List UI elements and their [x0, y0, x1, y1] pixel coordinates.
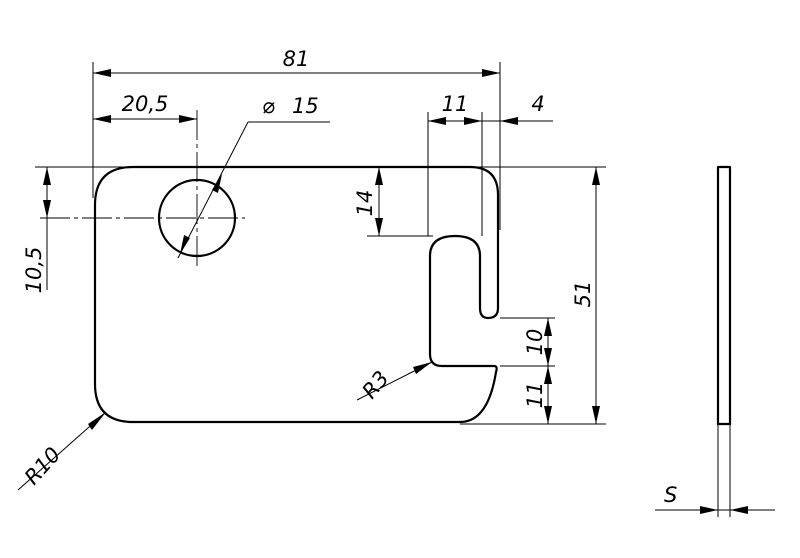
dim-slot-width: 11 4 — [427, 92, 553, 236]
dim-slot-width-label: 11 — [442, 92, 469, 116]
dim-hole-offset-x-label: 20,5 — [122, 92, 169, 116]
dim-thickness-label: S — [664, 483, 677, 507]
dim-inner-radius-label: R3 — [357, 366, 393, 403]
dim-hole-offset-y: 10,5 — [22, 166, 133, 294]
dim-tab-width-label: 4 — [531, 92, 544, 116]
dim-corner-radius: R10 — [17, 411, 107, 491]
dim-slot-depth-label: 14 — [353, 190, 377, 217]
side-view: S — [655, 165, 775, 517]
dim-notch-height: 10 11 — [500, 317, 555, 424]
dim-notch-height-label: 10 — [523, 329, 547, 356]
dim-inner-radius: R3 — [356, 361, 433, 403]
dim-hole-diameter-symbol: ⌀ — [262, 94, 275, 118]
dim-overall-height-label: 51 — [571, 281, 595, 308]
dim-overall-width-label: 81 — [283, 47, 310, 71]
dim-hole-offset-y-label: 10,5 — [22, 247, 46, 294]
dim-hole-diameter: ⌀ 15 — [177, 94, 330, 259]
dim-overall-height: 51 — [460, 166, 606, 425]
dim-hole-offset-x: 20,5 — [93, 92, 197, 123]
dim-hole-diameter-label: 15 — [292, 94, 319, 118]
dim-bottom-offset-label: 11 — [523, 382, 547, 409]
plate-outline — [93, 165, 500, 424]
dim-overall-width: 81 — [92, 47, 501, 230]
dim-slot-depth: 14 — [353, 166, 433, 237]
